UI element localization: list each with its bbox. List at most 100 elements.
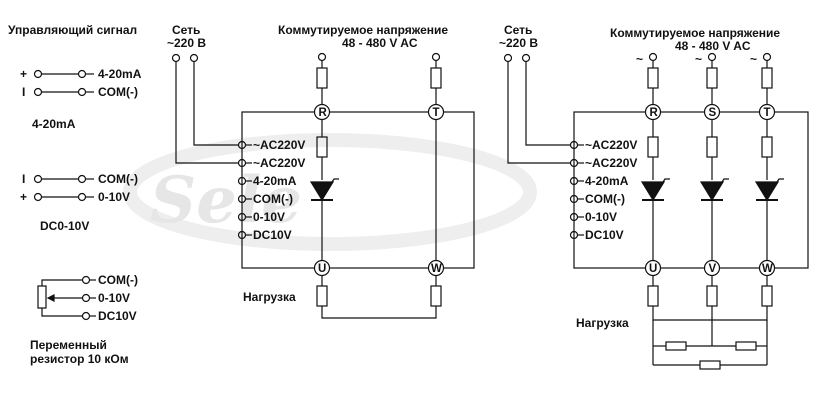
tp-term-t-label: T [764,107,771,119]
sp-mains-line1: Сеть [172,23,200,37]
single-phase-diagram: Сеть ~220 В Коммутируемое напряжение 48 … [167,23,475,319]
tp-term-v [703,259,721,277]
tp-terminal-column: ~AC220V ~AC220V 4-20mA COM(-) 0-10V DC10… [569,138,637,242]
sp-terminal-label: 4-20mA [253,174,297,188]
terminal-circle-icon [33,69,43,79]
thyristor-icon [754,178,784,202]
pot-term-signal: 0-10V [98,291,130,305]
three-phase-diagram: Сеть ~220 В Коммутируемое напряжение 48 … [499,23,809,370]
load-resistor [761,285,773,307]
v-plus-sign: + [20,190,27,204]
terminal-circle-icon [33,192,43,202]
terminal-circle-icon [81,275,91,285]
sp-term-t [427,103,445,121]
sp-terminal-label: 0-10V [253,210,285,224]
tp-term-w-label: W [762,263,773,275]
sp-terminal-column: ~AC220V ~AC220V 4-20mA COM(-) 0-10V DC10… [237,138,305,242]
tp-terminal-label: 0-10V [585,210,617,224]
thyristor-icon [699,178,729,202]
tp-terminal-label: ~AC220V [585,138,637,152]
tp-terminal-label: DC10V [585,228,624,242]
sp-term-r-label: R [319,107,328,119]
ma-term-com: COM(-) [98,85,138,99]
tp-tilde: ~ [636,52,643,66]
fuse-icon [316,67,328,89]
tp-switched-line2: 48 - 480 V AC [675,39,751,53]
control-signal-title: Управляющий сигнал [8,23,137,37]
tp-load-label: Нагрузка [576,316,629,330]
tp-term-u [644,259,662,277]
load-resistor [647,285,659,307]
tp-term-u-label: U [649,263,657,275]
fuse-icon [706,136,718,158]
terminal-circle-icon [33,174,43,184]
terminal-circle-icon [77,69,87,79]
thyristor-icon [640,178,670,202]
sp-mains-line2: ~220 В [167,36,206,50]
sp-terminal-label: DC10V [253,228,292,242]
load-resistor [706,285,718,307]
tp-term-r [644,103,662,121]
tp-mains-line2: ~220 В [499,36,538,50]
pot-term-dc: DC10V [98,309,137,323]
tp-module-box [573,111,809,269]
ma-caption: 4-20mA [32,117,76,131]
tp-terminal-label: ~AC220V [585,156,637,170]
ma-plus-sign: + [20,67,27,81]
ma-term-signal: 4-20mA [98,67,142,81]
left-panel: Управляющий сигнал + I 4-20mA COM(-) 4-2… [8,23,142,366]
potentiometer-block: COM(-) 0-10V DC10V Переменный резистор 1… [30,273,138,366]
pot-caption-line1: Переменный [30,338,107,352]
sp-module-box [241,111,475,269]
tp-tilde: ~ [695,52,702,66]
terminal-circle-icon [77,192,87,202]
ma-minus-sign: I [22,85,25,99]
sp-term-u [313,259,331,277]
watermark-logo: Sele [123,133,537,251]
tp-term-v-label: V [709,263,717,275]
pot-caption-line2: резистор 10 кОм [30,352,129,366]
v-term-com: COM(-) [98,172,138,186]
tp-term-s-label: S [709,107,717,119]
load-resistor [316,285,328,307]
sp-terminal-label: COM(-) [253,192,293,206]
v-caption: DC0-10V [40,219,89,233]
fuse-icon [761,67,773,89]
fuse-icon [647,67,659,89]
sp-term-w [427,259,445,277]
fuse-icon [647,136,659,158]
v-minus-sign: I [22,172,25,186]
voltage-input-block: I + COM(-) 0-10V DC0-10V [20,172,138,233]
sp-term-t-label: T [433,107,440,119]
svg-text:Sele: Sele [150,163,302,238]
tp-term-r-label: R [650,107,659,119]
terminal-circle-icon [77,87,87,97]
terminal-circle-icon [77,174,87,184]
fuse-icon [706,67,718,89]
sp-switched-line2: 48 - 480 V AC [342,36,418,50]
tp-term-s [703,103,721,121]
sp-terminal-label: ~AC220V [253,138,305,152]
fuse-icon [761,136,773,158]
terminal-circle-icon [81,293,91,303]
terminal-circle-icon [81,311,91,321]
sp-load-label: Нагрузка [243,290,296,304]
sp-term-w-label: W [431,263,442,275]
terminal-circle-icon [33,87,43,97]
sp-term-u-label: U [318,263,326,275]
tp-mains-line1: Сеть [504,23,532,37]
thyristor-icon [309,178,339,202]
fuse-icon [430,67,442,89]
v-term-signal: 0-10V [98,190,130,204]
tp-load-network [652,306,768,370]
tp-terminal-label: 4-20mA [585,174,629,188]
sp-terminal-label: ~AC220V [253,156,305,170]
tp-terminal-label: COM(-) [585,192,625,206]
tp-term-t [758,103,776,121]
tp-switched-line1: Коммутируемое напряжение [610,26,780,40]
sp-switched-line1: Коммутируемое напряжение [278,23,448,37]
potentiometer-icon [37,285,47,309]
tp-tilde: ~ [750,52,757,66]
